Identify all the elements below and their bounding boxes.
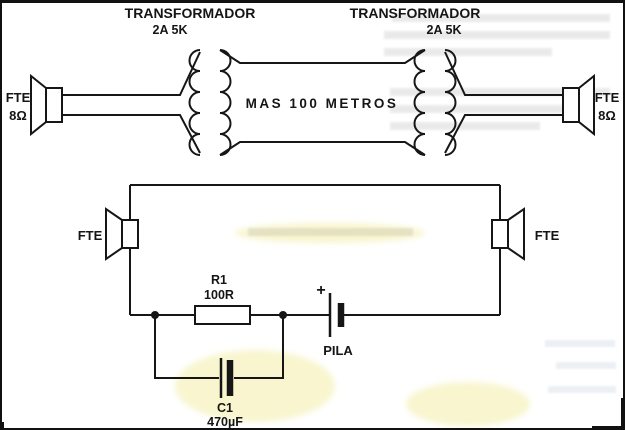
capacitor-wire-left [154,315,219,379]
speaker-bottom-left-icon [105,207,139,261]
cable-length-label: MAS 100 METROS [246,96,399,111]
speaker-right-impedance: 8Ω [598,108,616,123]
transformer-right-label: TRANSFORMADOR [350,5,481,21]
cable-wire-bottom [219,141,426,156]
bottom-circuit: FTE FTE R1 100R + PILA C1 470µF [78,184,560,429]
speaker-left-impedance: 8Ω [9,108,27,123]
wire-speaker-right-bottom [444,114,563,154]
capacitor-icon [219,358,234,398]
transformer-right-rating: 2A 5K [427,23,462,37]
wire-speaker-left-bottom [62,114,201,154]
capacitor-value-label: 470µF [207,415,243,429]
resistor-icon [194,305,251,325]
wire-speaker-right-top [444,51,563,96]
transformer-right-icon [413,49,457,156]
transformer-left-label: TRANSFORMADOR [125,5,256,21]
speaker-bottom-right-icon [491,207,525,261]
capacitor-wire-right [234,315,284,379]
transformer-left-rating: 2A 5K [153,23,188,37]
battery-plus-sign: + [316,282,325,299]
page-bleed-artifacts [175,14,616,426]
transformer-left-icon [188,49,232,156]
speaker-bottom-left-label: FTE [78,228,103,243]
speaker-left-label: FTE [6,90,31,105]
resistor-ref-label: R1 [211,273,227,287]
speaker-right-icon [562,73,595,137]
speaker-left-icon [30,73,63,137]
speaker-bottom-right-label: FTE [535,228,560,243]
wire-speaker-left-top [62,51,201,96]
capacitor-ref-label: C1 [217,401,233,415]
battery-label: PILA [323,343,353,358]
top-circuit: TRANSFORMADOR 2A 5K TRANSFORMADOR 2A 5K … [6,5,620,156]
speaker-right-label: FTE [595,90,620,105]
battery-icon [328,293,345,337]
resistor-value-label: 100R [204,288,234,302]
